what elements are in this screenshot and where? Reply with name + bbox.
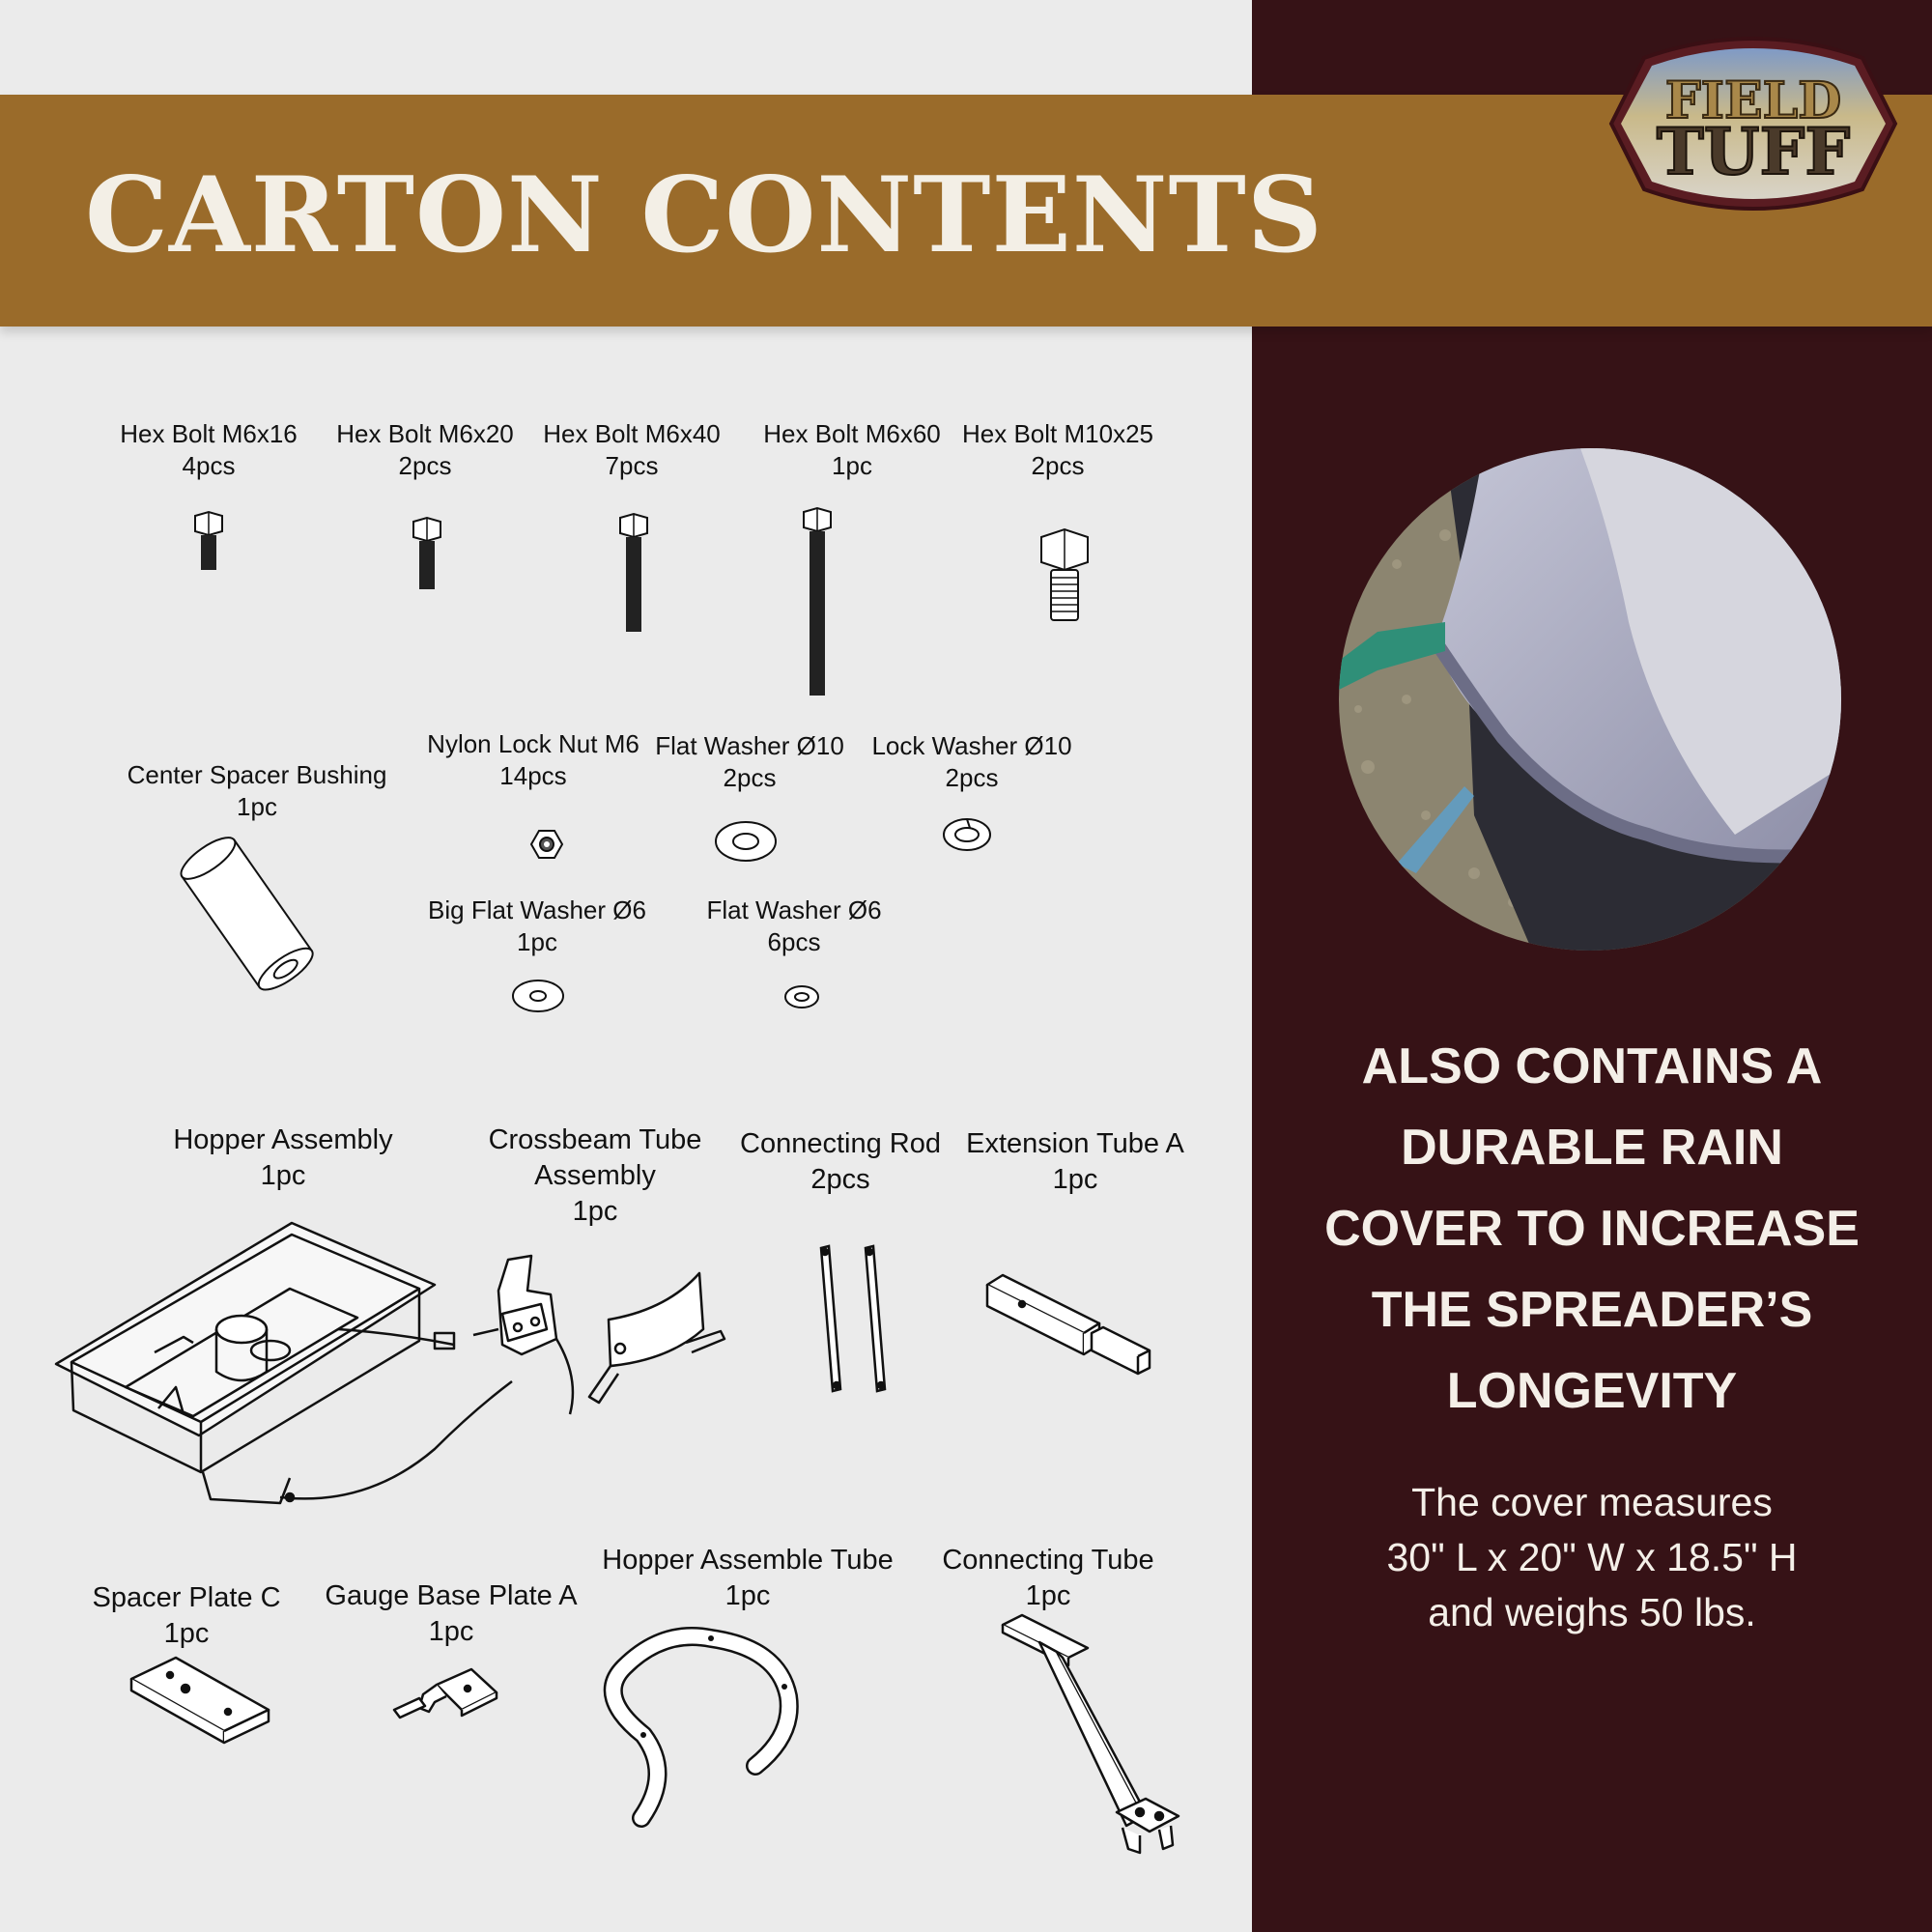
part-label-gauge-base-plate-a: Gauge Base Plate A 1pc	[325, 1578, 577, 1650]
flat-washer-6-icon	[784, 985, 819, 1009]
hex-bolt-m6x20-icon	[412, 516, 441, 589]
part-label-center-spacer-bushing: Center Spacer Bushing 1pc	[128, 759, 387, 823]
part-label-crossbeam-tube-assembly: Crossbeam Tube Assembly 1pc	[489, 1122, 702, 1230]
part-name: Connecting Rod	[740, 1128, 941, 1159]
part-name: Nylon Lock Nut M6	[427, 729, 639, 758]
part-quantity: 2pcs	[1031, 451, 1085, 480]
part-name: Hopper Assembly	[173, 1124, 393, 1155]
part-label-flat-washer-10: Flat Washer Ø10 2pcs	[655, 730, 844, 794]
part-name: Hex Bolt M10x25	[962, 419, 1153, 448]
part-name-line1: Crossbeam Tube	[488, 1124, 702, 1155]
part-name: Hex Bolt M6x60	[763, 419, 941, 448]
hopper-assembly-icon	[54, 1221, 513, 1505]
part-label-hex-bolt-m10x25: Hex Bolt M10x25 2pcs	[962, 418, 1153, 482]
part-quantity: 14pcs	[499, 761, 567, 790]
hopper-assemble-tube-icon	[603, 1627, 799, 1828]
part-name: Connecting Tube	[942, 1545, 1154, 1576]
promo-body: The cover measures 30" L x 20" W x 18.5"…	[1271, 1475, 1913, 1640]
part-name: Spacer Plate C	[92, 1582, 281, 1613]
field-tuff-logo: FIELD TUFF	[1608, 37, 1898, 211]
part-quantity: 1pc	[237, 792, 277, 821]
part-label-extension-tube-a: Extension Tube A 1pc	[966, 1126, 1184, 1198]
connecting-rod-icon	[819, 1244, 887, 1393]
part-label-spacer-plate-c: Spacer Plate C 1pc	[92, 1580, 280, 1652]
hex-bolt-m6x16-icon	[194, 510, 223, 570]
part-quantity: 1pc	[260, 1160, 306, 1191]
part-label-nylon-lock-nut-m6: Nylon Lock Nut M6 14pcs	[427, 728, 639, 792]
lock-washer-10-icon	[943, 818, 991, 851]
flat-washer-10-icon	[715, 821, 777, 862]
part-name: Extension Tube A	[966, 1128, 1184, 1159]
part-quantity: 4pcs	[182, 451, 236, 480]
part-quantity: 1pc	[1052, 1164, 1098, 1195]
promo-heading-line: ALSO CONTAINS A	[1361, 1038, 1823, 1094]
promo-body-line: and weighs 50 lbs.	[1428, 1590, 1756, 1634]
part-quantity: 1pc	[428, 1616, 474, 1647]
part-label-connecting-rod: Connecting Rod 2pcs	[740, 1126, 941, 1198]
extension-tube-a-icon	[985, 1273, 1151, 1376]
hex-bolt-m10x25-icon	[1040, 527, 1089, 621]
gauge-base-plate-a-icon	[392, 1667, 498, 1719]
part-quantity: 2pcs	[810, 1164, 870, 1195]
part-name: Gauge Base Plate A	[325, 1580, 578, 1611]
part-quantity: 1pc	[1025, 1580, 1071, 1611]
part-label-hopper-assemble-tube: Hopper Assemble Tube 1pc	[602, 1543, 893, 1614]
hex-bolt-m6x60-icon	[803, 506, 832, 696]
part-quantity: 1pc	[724, 1580, 771, 1611]
part-quantity: 2pcs	[398, 451, 452, 480]
part-label-hex-bolt-m6x60: Hex Bolt M6x60 1pc	[763, 418, 941, 482]
promo-heading: ALSO CONTAINS A DURABLE RAIN COVER TO IN…	[1271, 1026, 1913, 1432]
part-quantity: 1pc	[163, 1618, 210, 1649]
part-quantity: 2pcs	[945, 763, 999, 792]
part-label-hex-bolt-m6x16: Hex Bolt M6x16 4pcs	[120, 418, 298, 482]
part-name: Hex Bolt M6x16	[120, 419, 298, 448]
rain-cover-photo	[1339, 448, 1841, 951]
part-quantity: 2pcs	[723, 763, 777, 792]
part-name-line2: Assembly	[534, 1160, 656, 1191]
promo-body-line: 30" L x 20" W x 18.5" H	[1386, 1535, 1798, 1579]
spacer-bushing-icon	[180, 837, 314, 991]
part-name: Center Spacer Bushing	[127, 760, 387, 789]
logo-word-field: FIELD	[1665, 71, 1842, 130]
page-title: CARTON CONTENTS	[85, 155, 1323, 276]
part-name: Hex Bolt M6x20	[336, 419, 514, 448]
promo-body-line: The cover measures	[1411, 1480, 1773, 1524]
title-banner	[0, 95, 1932, 327]
part-label-lock-washer-10: Lock Washer Ø10 2pcs	[871, 730, 1071, 794]
part-label-hopper-assembly: Hopper Assembly 1pc	[173, 1122, 392, 1194]
crossbeam-tube-assembly-icon	[472, 1254, 726, 1415]
part-name: Flat Washer Ø6	[706, 895, 882, 924]
part-label-hex-bolt-m6x20: Hex Bolt M6x20 2pcs	[336, 418, 514, 482]
part-label-connecting-tube: Connecting Tube 1pc	[942, 1543, 1153, 1614]
part-quantity: 1pc	[517, 927, 557, 956]
promo-heading-line: THE SPREADER’S	[1371, 1282, 1813, 1338]
part-name: Big Flat Washer Ø6	[428, 895, 646, 924]
connecting-tube-icon	[1001, 1613, 1180, 1855]
part-label-big-flat-washer-6: Big Flat Washer Ø6 1pc	[428, 895, 646, 958]
promo-heading-line: LONGEVITY	[1446, 1363, 1738, 1419]
big-flat-washer-6-icon	[512, 980, 564, 1012]
part-name: Hex Bolt M6x40	[543, 419, 721, 448]
part-name: Flat Washer Ø10	[655, 731, 844, 760]
promo-heading-line: DURABLE RAIN	[1401, 1120, 1783, 1176]
spacer-plate-c-icon	[129, 1656, 270, 1745]
part-quantity: 6pcs	[767, 927, 821, 956]
lock-nut-icon	[529, 830, 564, 859]
part-quantity: 1pc	[572, 1196, 618, 1227]
part-label-hex-bolt-m6x40: Hex Bolt M6x40 7pcs	[543, 418, 721, 482]
part-label-flat-washer-6: Flat Washer Ø6 6pcs	[706, 895, 881, 958]
part-name: Hopper Assemble Tube	[602, 1545, 894, 1576]
logo-word-tuff: TUFF	[1657, 114, 1850, 189]
hex-bolt-m6x40-icon	[619, 512, 648, 632]
promo-heading-line: COVER TO INCREASE	[1324, 1201, 1860, 1257]
part-name: Lock Washer Ø10	[871, 731, 1072, 760]
part-quantity: 7pcs	[605, 451, 659, 480]
part-quantity: 1pc	[832, 451, 872, 480]
